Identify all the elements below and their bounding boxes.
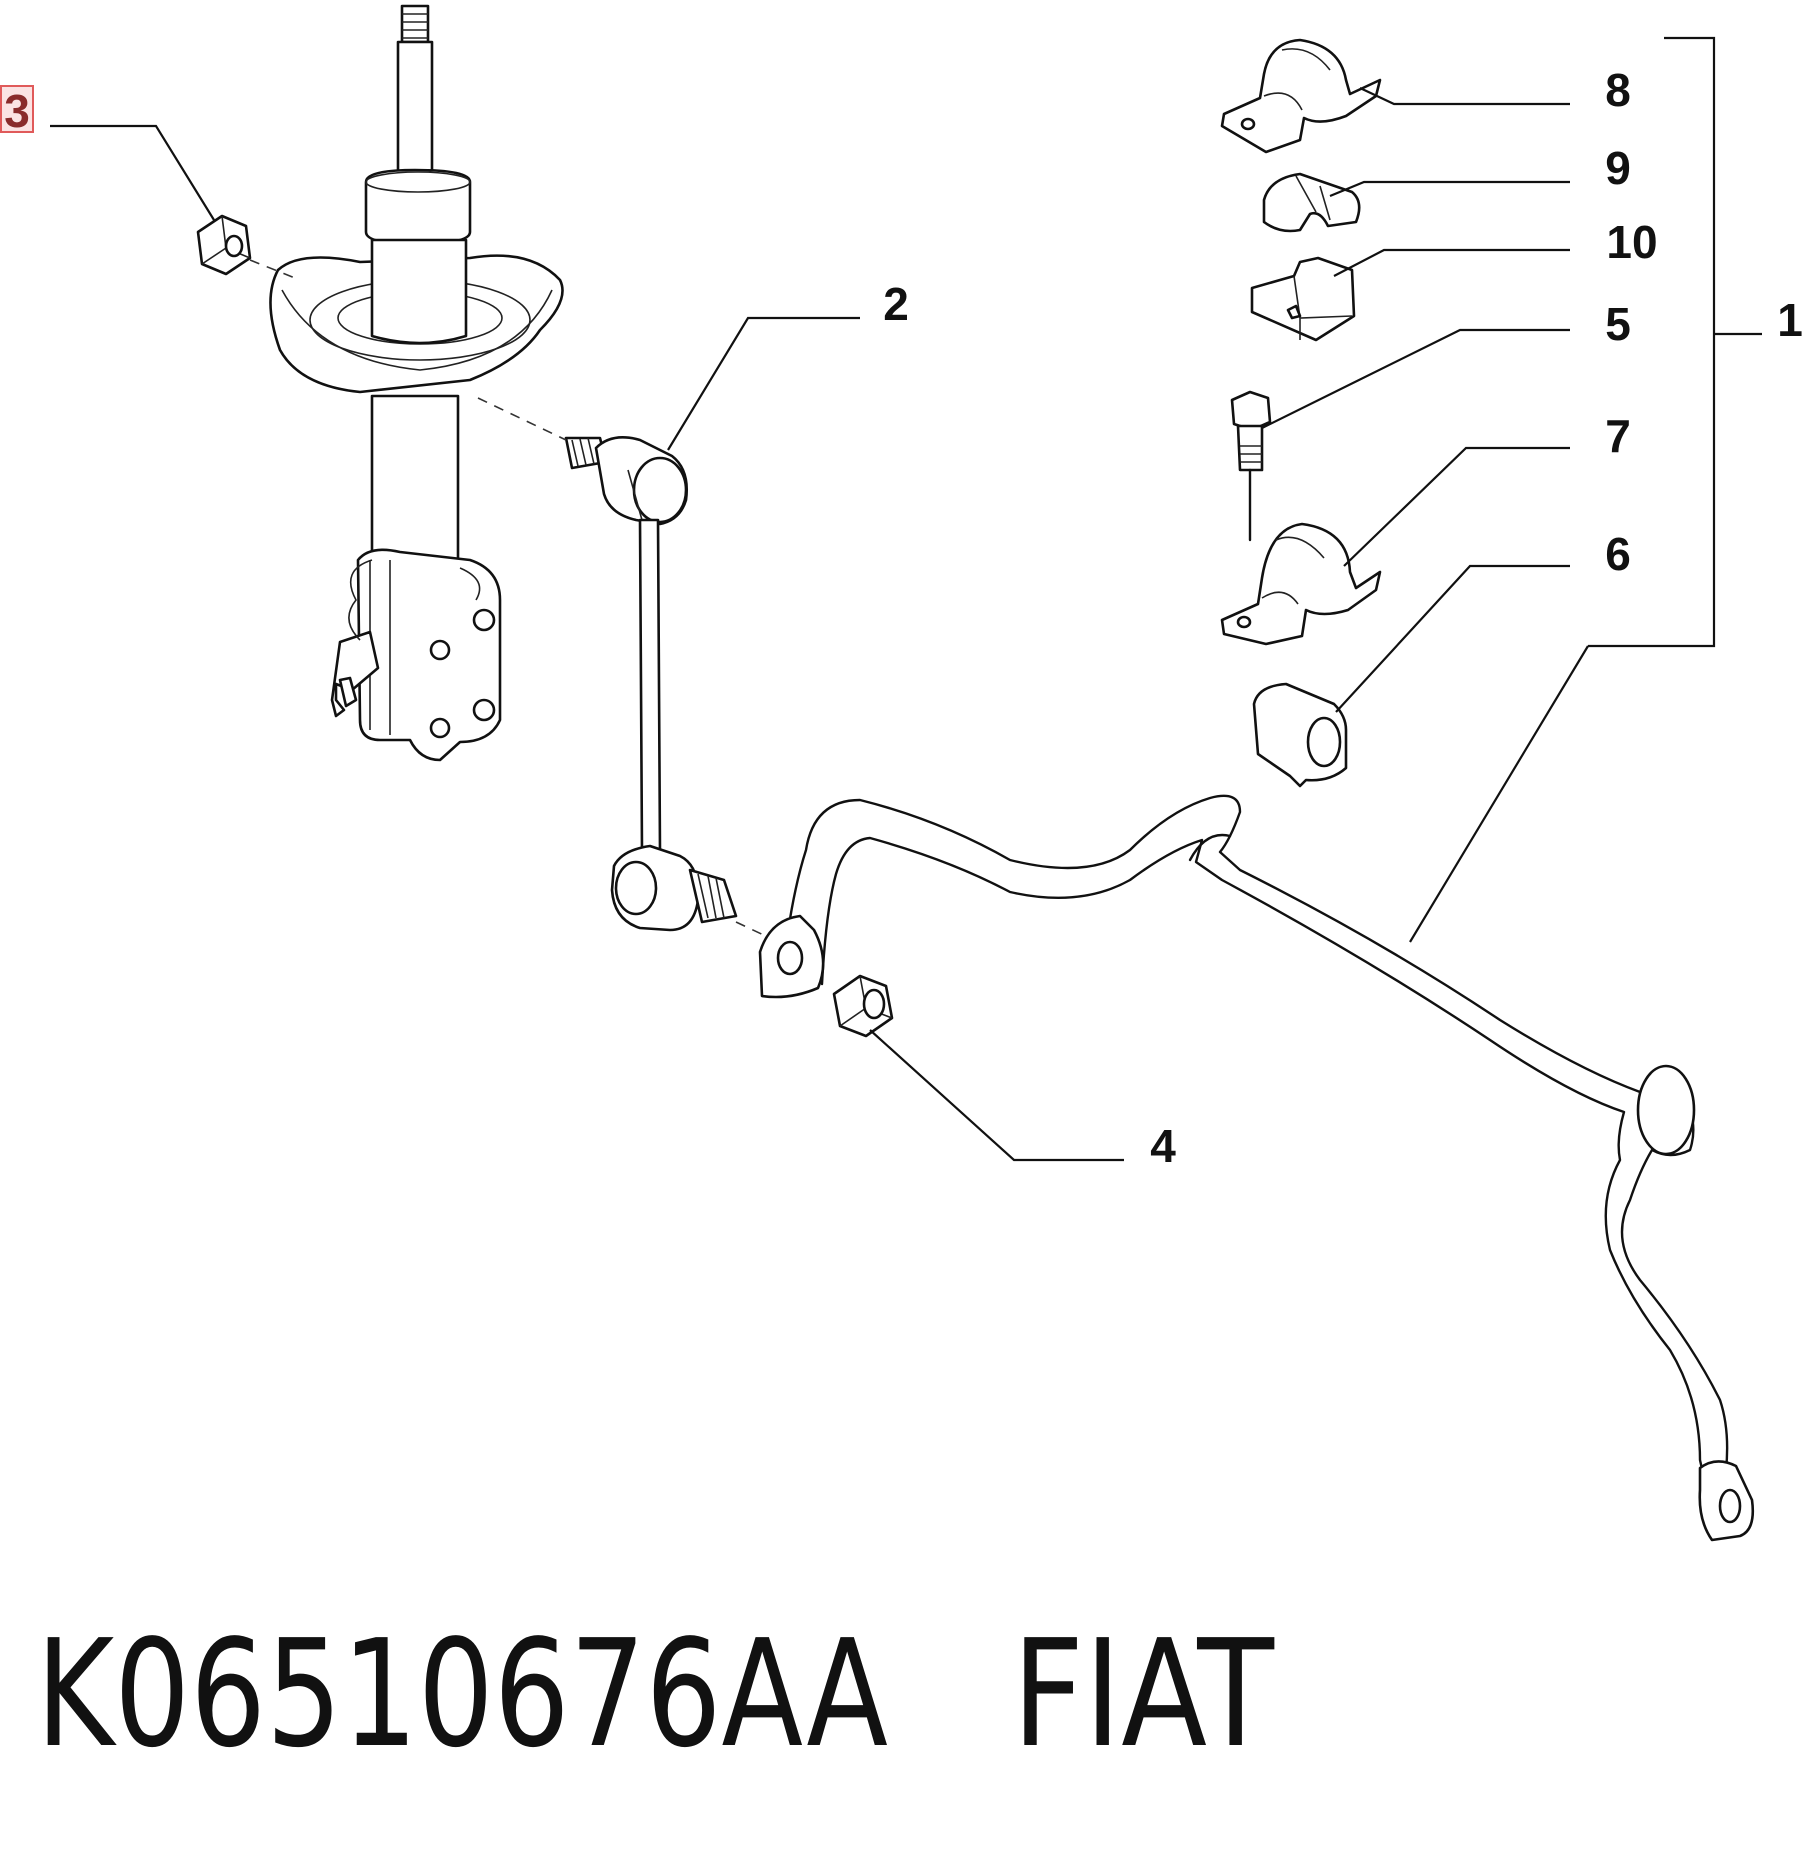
callout-4[interactable]: 4 — [1150, 1120, 1176, 1172]
nut-4 — [832, 974, 894, 1038]
callout-3[interactable]: 3 — [4, 85, 30, 137]
callout-9[interactable]: 9 — [1605, 142, 1631, 194]
leader-4 — [869, 1029, 1124, 1162]
callout-10[interactable]: 10 — [1606, 216, 1657, 268]
leader-7 — [1343, 446, 1570, 567]
leader-2 — [667, 316, 860, 451]
bolt-5 — [1230, 390, 1272, 542]
callout-1[interactable]: 1 — [1777, 294, 1802, 346]
leader-6 — [1335, 564, 1570, 713]
bracket-8 — [1220, 38, 1382, 154]
axis-line-strut-top — [249, 259, 301, 281]
callout-labels: 3 2 4 8 9 10 5 7 6 1 — [0, 64, 1802, 1172]
bushing-9 — [1262, 172, 1361, 233]
strut-assembly — [269, 4, 564, 762]
callout-5[interactable]: 5 — [1605, 298, 1631, 350]
bracket-7 — [1220, 522, 1382, 646]
axis-line-link-lower — [735, 921, 771, 939]
callout-3-highlight — [0, 85, 34, 133]
caption: K06510676AA FIAT — [36, 1608, 1275, 1780]
axis-line-link-upper — [477, 397, 567, 441]
brace-item-1 — [1588, 36, 1762, 648]
leader-3 — [50, 124, 215, 221]
bushing-6 — [1252, 682, 1348, 788]
leader-10 — [1333, 248, 1570, 277]
brand-name: FIAT — [1012, 1608, 1275, 1780]
leader-1 — [1409, 645, 1589, 943]
leader-5 — [1261, 328, 1570, 429]
nut-3 — [196, 214, 252, 276]
callout-2[interactable]: 2 — [883, 278, 909, 330]
callout-6[interactable]: 6 — [1605, 528, 1631, 580]
callout-7[interactable]: 7 — [1605, 410, 1631, 462]
stabilizer-bar-1 — [758, 794, 1755, 1542]
leader-8 — [1359, 87, 1570, 106]
leader-9 — [1329, 180, 1570, 198]
leader-lines — [50, 87, 1589, 1162]
bushing-10 — [1250, 256, 1356, 342]
part-number: K06510676AA — [36, 1608, 888, 1780]
stabilizer-link-2 — [564, 436, 738, 932]
callout-8[interactable]: 8 — [1605, 64, 1631, 116]
